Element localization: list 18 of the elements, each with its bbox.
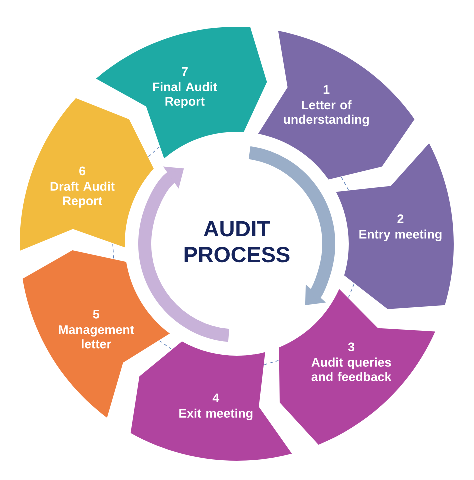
chevron-segment: 1 Letter of understanding bbox=[258, 31, 415, 180]
node-label: Exit meeting bbox=[180, 408, 253, 420]
chevron-segment: 4 Exit meeting bbox=[130, 342, 292, 461]
chevron-segment: 3 Audit queries and feedback bbox=[279, 289, 436, 445]
node-label: 4 bbox=[212, 394, 220, 402]
chevron-segment: 7 Final Audit Report bbox=[96, 27, 268, 159]
chevron-segment: 6 Draft Audit Report bbox=[20, 98, 154, 252]
connector-line bbox=[148, 146, 160, 158]
connector-line bbox=[264, 360, 280, 366]
connector-line bbox=[112, 244, 114, 259]
chevron-segment: 5 Management letter bbox=[22, 250, 170, 418]
center-title: AUDIT PROCESS bbox=[184, 221, 290, 263]
connector-line bbox=[341, 177, 350, 190]
connector-line bbox=[348, 284, 355, 298]
node-label: 2 bbox=[398, 214, 404, 224]
node-label: Entry meeting bbox=[360, 230, 442, 242]
connector-line bbox=[159, 340, 172, 350]
chevron-segment: 2 Entry meeting bbox=[336, 144, 454, 310]
